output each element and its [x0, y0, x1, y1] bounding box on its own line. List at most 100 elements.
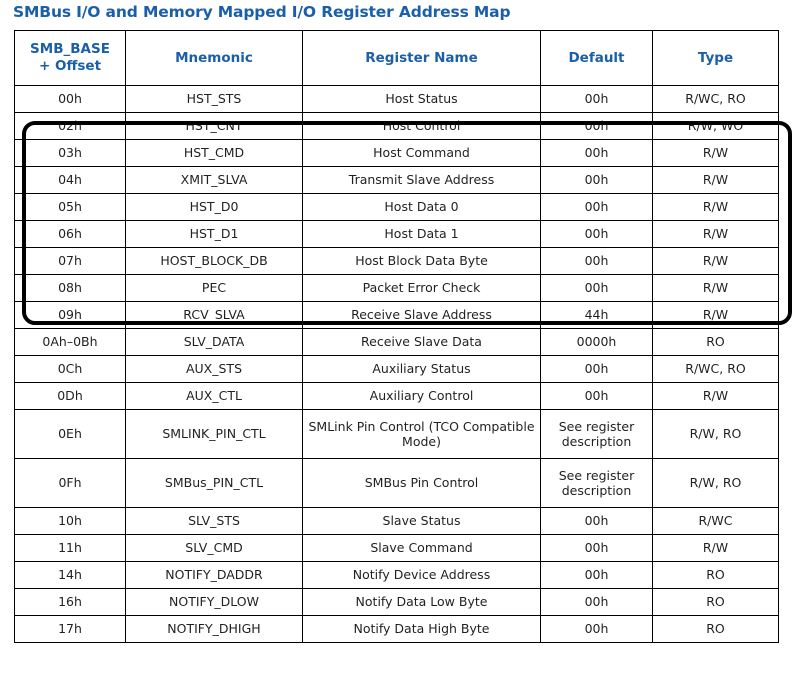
- cell-type: R/W: [652, 220, 779, 248]
- cell-type: R/W, WO: [652, 112, 779, 140]
- cell-default: 00h: [540, 139, 653, 167]
- cell-type: RO: [652, 588, 779, 616]
- cell-offset: 06h: [14, 220, 126, 248]
- cell-type: R/W: [652, 247, 779, 275]
- cell-register-name: Host Control: [302, 112, 541, 140]
- cell-mnemonic: HST_STS: [125, 85, 303, 113]
- cell-default: 00h: [540, 534, 653, 562]
- table-header-row: SMB_BASE + Offset Mnemonic Register Name…: [14, 30, 779, 86]
- cell-register-name: SMBus Pin Control: [302, 458, 541, 508]
- cell-default: See register description: [540, 409, 653, 459]
- cell-default: 00h: [540, 247, 653, 275]
- cell-offset: 0Ah–0Bh: [14, 328, 126, 356]
- cell-offset: 0Dh: [14, 382, 126, 410]
- register-address-map-table: SMB_BASE + Offset Mnemonic Register Name…: [14, 30, 779, 643]
- cell-mnemonic: SLV_STS: [125, 507, 303, 535]
- cell-type: R/W: [652, 166, 779, 194]
- cell-type: R/W: [652, 382, 779, 410]
- cell-type: R/WC, RO: [652, 355, 779, 383]
- cell-default: 00h: [540, 220, 653, 248]
- register-address-map-table-container: SMB_BASE + Offset Mnemonic Register Name…: [14, 30, 792, 643]
- cell-offset: 17h: [14, 615, 126, 643]
- cell-type: R/WC: [652, 507, 779, 535]
- cell-register-name: Host Block Data Byte: [302, 247, 541, 275]
- cell-register-name: Receive Slave Data: [302, 328, 541, 356]
- cell-default: 00h: [540, 274, 653, 302]
- cell-type: R/WC, RO: [652, 85, 779, 113]
- column-header-register-name: Register Name: [302, 30, 541, 86]
- cell-type: R/W, RO: [652, 458, 779, 508]
- cell-register-name: Packet Error Check: [302, 274, 541, 302]
- cell-register-name: SMLink Pin Control (TCO Compatible Mode): [302, 409, 541, 459]
- cell-mnemonic: NOTIFY_DADDR: [125, 561, 303, 589]
- page-title: SMBus I/O and Memory Mapped I/O Register…: [13, 3, 511, 21]
- cell-default: 00h: [540, 615, 653, 643]
- cell-mnemonic: HST_D1: [125, 220, 303, 248]
- cell-offset: 05h: [14, 193, 126, 221]
- cell-type: RO: [652, 615, 779, 643]
- cell-offset: 07h: [14, 247, 126, 275]
- cell-mnemonic: SMBus_PIN_CTL: [125, 458, 303, 508]
- cell-mnemonic: AUX_CTL: [125, 382, 303, 410]
- cell-mnemonic: HST_CMD: [125, 139, 303, 167]
- cell-type: R/W: [652, 193, 779, 221]
- cell-offset: 09h: [14, 301, 126, 329]
- cell-offset: 08h: [14, 274, 126, 302]
- cell-type: R/W: [652, 534, 779, 562]
- cell-type: R/W: [652, 301, 779, 329]
- cell-offset: 16h: [14, 588, 126, 616]
- cell-default: 00h: [540, 112, 653, 140]
- cell-mnemonic: HST_CNT: [125, 112, 303, 140]
- cell-offset: 02h: [14, 112, 126, 140]
- cell-default: 00h: [540, 85, 653, 113]
- column-header-smb-base-line1: SMB_BASE: [30, 41, 110, 58]
- cell-offset: 04h: [14, 166, 126, 194]
- column-header-default: Default: [540, 30, 653, 86]
- cell-offset: 03h: [14, 139, 126, 167]
- cell-register-name: Notify Data High Byte: [302, 615, 541, 643]
- cell-mnemonic: HST_D0: [125, 193, 303, 221]
- cell-register-name: Auxiliary Status: [302, 355, 541, 383]
- cell-default: 44h: [540, 301, 653, 329]
- cell-mnemonic: XMIT_SLVA: [125, 166, 303, 194]
- cell-offset: 0Ch: [14, 355, 126, 383]
- cell-register-name: Auxiliary Control: [302, 382, 541, 410]
- column-header-type: Type: [652, 30, 779, 86]
- column-header-mnemonic: Mnemonic: [125, 30, 303, 86]
- cell-default: 00h: [540, 193, 653, 221]
- cell-register-name: Slave Command: [302, 534, 541, 562]
- cell-default: 0000h: [540, 328, 653, 356]
- cell-default: 00h: [540, 507, 653, 535]
- cell-mnemonic: SMLINK_PIN_CTL: [125, 409, 303, 459]
- cell-register-name: Slave Status: [302, 507, 541, 535]
- cell-type: RO: [652, 328, 779, 356]
- cell-default: 00h: [540, 588, 653, 616]
- cell-offset: 0Fh: [14, 458, 126, 508]
- cell-type: RO: [652, 561, 779, 589]
- cell-offset: 11h: [14, 534, 126, 562]
- cell-register-name: Host Command: [302, 139, 541, 167]
- cell-offset: 14h: [14, 561, 126, 589]
- cell-default: 00h: [540, 166, 653, 194]
- cell-mnemonic: RCV_SLVA: [125, 301, 303, 329]
- cell-mnemonic: AUX_STS: [125, 355, 303, 383]
- cell-offset: 0Eh: [14, 409, 126, 459]
- column-header-smb-base-line2: + Offset: [38, 58, 102, 74]
